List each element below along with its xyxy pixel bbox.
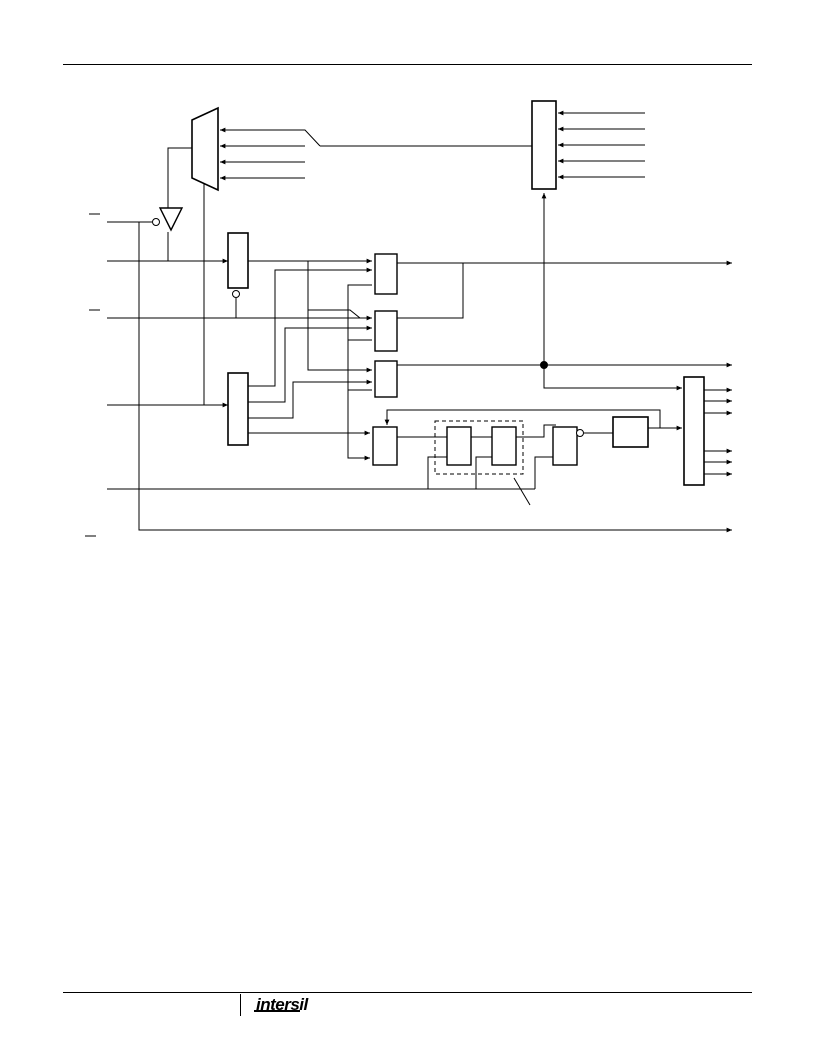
gate-5-bubble <box>576 429 584 437</box>
tristate-buffer <box>158 207 184 232</box>
feedback-line <box>384 409 661 428</box>
gate-2-out <box>397 263 464 319</box>
mux-output-line <box>167 147 192 210</box>
gate-5-clock <box>534 456 553 489</box>
output-block <box>683 376 705 486</box>
mux-block <box>191 106 219 192</box>
logic-block <box>612 416 649 448</box>
mux-input-line-1 <box>220 127 321 147</box>
register-top-right <box>531 100 557 190</box>
header-rule <box>63 64 752 65</box>
dec-out-1 <box>248 267 372 387</box>
bus-b <box>308 309 372 321</box>
callout-pointer <box>513 477 531 506</box>
branch-to-output-block <box>543 365 682 391</box>
flipflop-1 <box>446 426 472 466</box>
ff2-out <box>516 424 556 438</box>
dec-out-2 <box>248 325 372 403</box>
buffer-bubble <box>152 218 160 226</box>
footer-rule <box>63 992 752 993</box>
gate-1 <box>374 253 398 295</box>
latch-block <box>227 232 249 289</box>
bus-a <box>307 261 372 373</box>
ff1-clock <box>427 456 447 489</box>
dashed-group <box>434 420 524 475</box>
intersil-logo: intersil <box>256 995 308 1014</box>
footer-divider <box>240 994 241 1016</box>
logo-swoosh <box>254 1010 300 1012</box>
gate-3 <box>374 360 398 398</box>
dec-out-3 <box>248 379 372 419</box>
latch-bubble <box>232 290 240 298</box>
gate-5 <box>552 426 578 466</box>
bottom-bus-line <box>138 222 732 533</box>
flipflop-2 <box>491 426 517 466</box>
decoder-block <box>227 372 249 446</box>
gate-2 <box>374 310 398 352</box>
gate-4 <box>372 426 398 466</box>
bus-c <box>347 284 372 461</box>
ff2-clock <box>475 456 492 489</box>
